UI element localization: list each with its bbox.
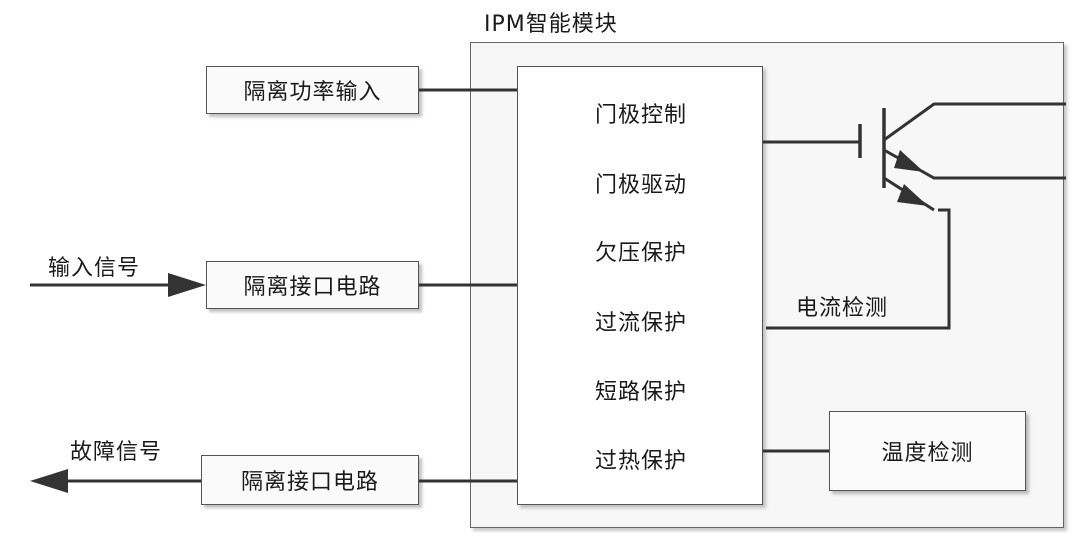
igbt-collector-wire xyxy=(883,102,1066,142)
function-gate-control: 门极控制 xyxy=(594,103,687,128)
input-signal-arrowhead xyxy=(168,273,206,297)
isolated-interface-input-box: 隔离接口电路 xyxy=(206,261,419,309)
igbt-sense-arrowhead xyxy=(897,184,928,206)
temperature-detect-box: 温度检测 xyxy=(829,411,1026,491)
current-detect-label: 电流检测 xyxy=(796,296,889,321)
function-block: 门极控制 门极驱动 欠压保护 过流保护 短路保护 过热保护 xyxy=(517,66,763,505)
function-gate-drive: 门极驱动 xyxy=(594,173,687,198)
module-title: IPM智能模块 xyxy=(484,12,618,37)
wire-current-detect xyxy=(766,208,951,330)
fault-signal-arrowhead xyxy=(30,469,68,493)
fault-signal-label: 故障信号 xyxy=(70,440,163,465)
isolated-interface-fault-box: 隔离接口电路 xyxy=(201,455,419,505)
function-overcurrent-protection: 过流保护 xyxy=(594,311,687,336)
isolated-power-input-box: 隔离功率输入 xyxy=(206,66,419,114)
function-short-circuit-protection: 短路保护 xyxy=(594,380,687,405)
igbt-emitter-arrowhead xyxy=(894,150,924,172)
function-overheat-protection: 过热保护 xyxy=(594,449,687,474)
function-undervoltage-protection: 欠压保护 xyxy=(594,241,687,266)
input-signal-label: 输入信号 xyxy=(48,256,141,281)
